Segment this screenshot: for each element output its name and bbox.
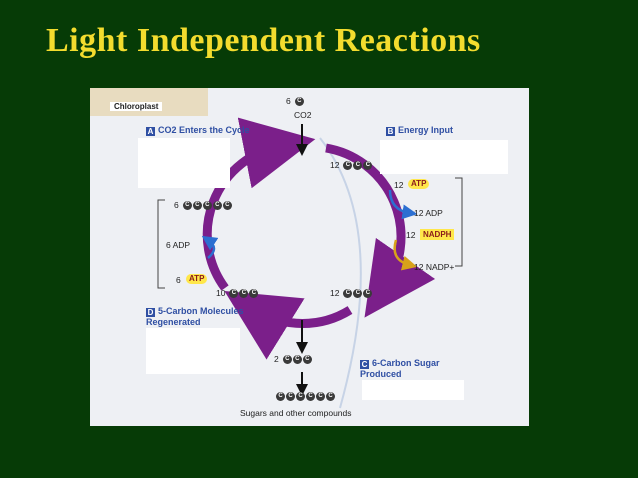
energy-nadph-count: 12	[406, 230, 416, 240]
co2-label: CO2	[294, 110, 312, 120]
energy-atp-badge: ATP	[408, 179, 430, 189]
co2-molecule: 6 C	[286, 96, 304, 106]
blank-box-d	[146, 328, 240, 374]
energy-adp-label: 12 ADP	[414, 208, 443, 218]
blank-box-b	[380, 140, 508, 174]
slide-title: Light Independent Reactions	[46, 22, 481, 59]
cycle-arrow-right	[325, 143, 436, 318]
blank-box-c	[362, 380, 464, 400]
regen-adp-label: 6 ADP	[166, 240, 191, 250]
g3p-molecules: 12 C C C	[330, 288, 373, 298]
output-label: Sugars and other compounds	[240, 408, 352, 418]
rubp-molecules: 6 C C C C C	[174, 200, 232, 210]
energy-nadph-badge: NADPH	[420, 229, 455, 240]
pga-molecules-top: 12 C C C	[330, 160, 373, 170]
chloroplast-inset: Chloroplast	[90, 88, 208, 116]
chloroplast-label: Chloroplast	[110, 102, 163, 111]
regen-atp-count: 6	[176, 275, 181, 285]
energy-nadp-label: 12 NADP+	[414, 262, 455, 272]
sugar-precursor-molecules: 2 C C C	[274, 354, 312, 364]
regen-atp-badge: ATP	[186, 274, 208, 284]
blank-box-a	[138, 138, 230, 188]
g3p-recycled-molecules: 10 C C C	[216, 288, 259, 298]
glucose-molecule: C C C C C C	[276, 392, 335, 401]
energy-atp-count: 12	[394, 180, 404, 190]
